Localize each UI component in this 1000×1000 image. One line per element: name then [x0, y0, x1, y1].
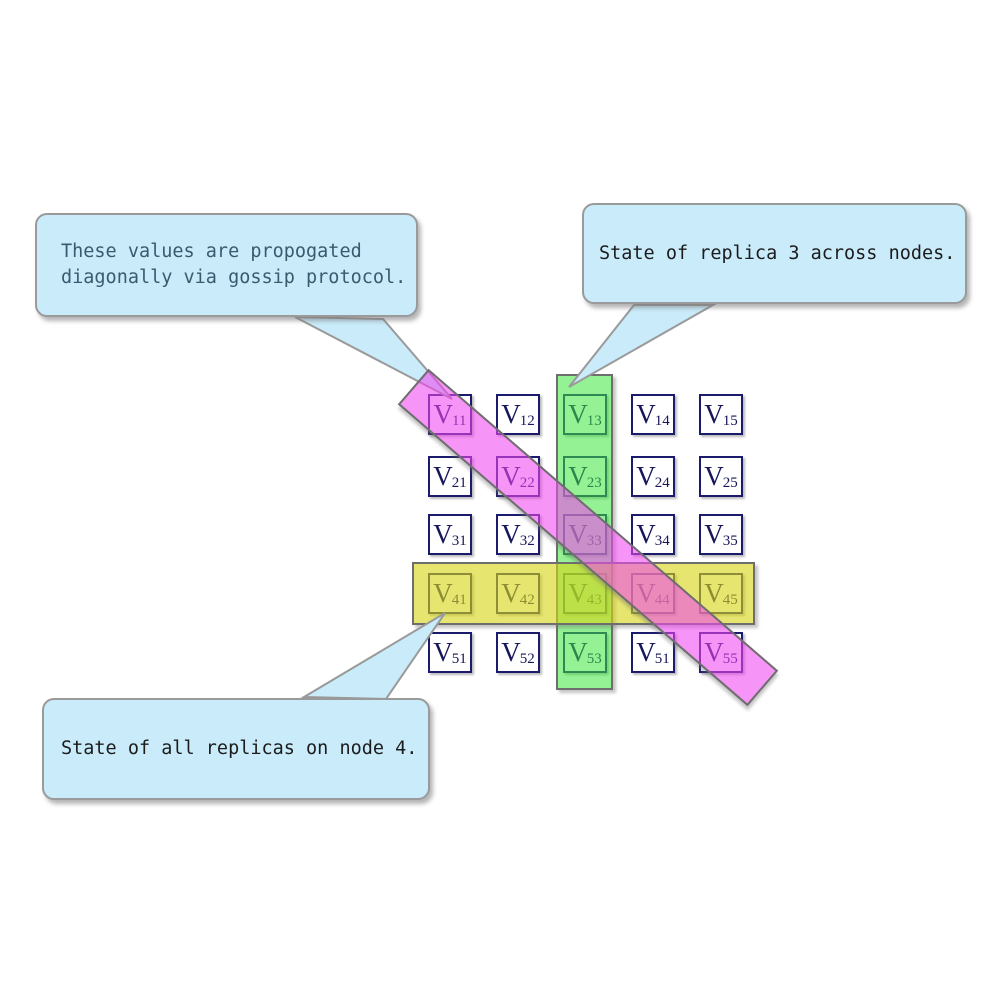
cell-subscript: 31 [451, 533, 467, 549]
cell-subscript: 34 [654, 533, 670, 549]
cell-subscript: 25 [722, 475, 738, 491]
cell-subscript: 24 [654, 475, 670, 491]
cell-letter: V [636, 461, 656, 491]
cell-subscript: 51 [451, 651, 467, 667]
cell-letter: V [636, 399, 656, 429]
callout-node-line1: State of all replicas on node 4. [61, 738, 418, 759]
cell-letter: V [433, 637, 453, 667]
cell-letter: V [636, 637, 656, 667]
cell-subscript: 21 [451, 475, 467, 491]
cell-letter: V [704, 399, 724, 429]
cell-letter: V [501, 399, 521, 429]
cell-subscript: 15 [722, 413, 738, 429]
cell-subscript: 35 [722, 533, 738, 549]
cell-subscript: 14 [654, 413, 670, 429]
cell-subscript: 51 [654, 651, 670, 667]
cell-subscript: 52 [519, 651, 535, 667]
callout-gossip: These values are propogated diagonally v… [35, 213, 418, 317]
cell-subscript: 32 [519, 533, 535, 549]
callout-gossip-line1: These values are propogated [61, 241, 362, 262]
callout-replica-line1: State of replica 3 across nodes. [599, 242, 956, 264]
cell-letter: V [704, 519, 724, 549]
callout-node-row: State of all replicas on node 4. [42, 698, 430, 800]
cell-letter: V [501, 637, 521, 667]
cell-letter: V [501, 519, 521, 549]
callout-gossip-line2: diagonally via gossip protocol. [61, 267, 407, 288]
cell-letter: V [636, 519, 656, 549]
cell-letter: V [704, 461, 724, 491]
cell-subscript: 12 [519, 413, 535, 429]
cell-letter: V [433, 461, 453, 491]
cell-letter: V [433, 519, 453, 549]
callout-replica-column: State of replica 3 across nodes. [582, 203, 967, 304]
